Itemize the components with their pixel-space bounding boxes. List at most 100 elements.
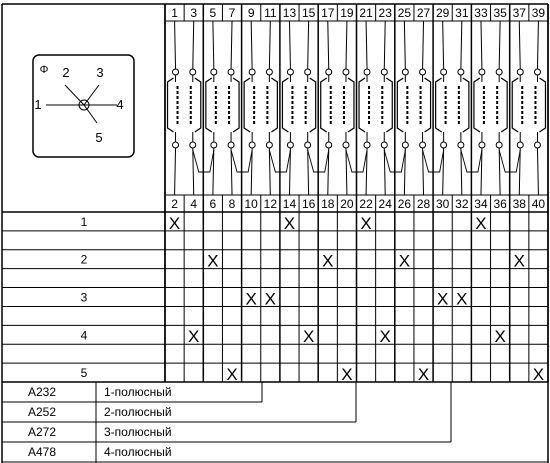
terminal-circle [478, 68, 486, 76]
terminal-circle [380, 68, 388, 76]
contact-bracket [309, 77, 317, 133]
terminal-number-top: 11 [264, 6, 277, 20]
terminal-circle [401, 68, 409, 76]
contact-closed-mark: X [265, 289, 276, 308]
terminal-circle [189, 68, 197, 76]
terminal-circle [210, 68, 218, 76]
cross-wire [230, 149, 253, 173]
terminal-circle [248, 141, 256, 149]
terminal-number-top: 13 [283, 6, 297, 20]
terminal-number-top: 9 [248, 6, 255, 20]
dial-position-label: 3 [96, 65, 103, 80]
contact-bracket [320, 77, 328, 133]
terminal-number-bottom: 24 [379, 197, 393, 211]
lead-line [365, 147, 368, 196]
terminal-circle [304, 141, 312, 149]
lead-line [498, 147, 501, 196]
lead-line [460, 20, 463, 70]
contact-closed-mark: X [514, 252, 525, 271]
contact-closed-mark: X [341, 365, 352, 384]
contact-bracket [396, 77, 404, 133]
terminal-circle [342, 68, 350, 76]
terminal-circle [401, 141, 409, 149]
terminal-number-top: 27 [417, 6, 431, 20]
cross-wire [422, 149, 445, 173]
cross-wire [383, 149, 406, 173]
terminal-number-top: 21 [359, 6, 373, 20]
lead-line [460, 147, 463, 196]
contact-bracket [511, 77, 519, 133]
lead-line [383, 147, 386, 196]
lead-line [345, 20, 348, 70]
variant-code: A232 [28, 385, 56, 399]
lead-line [327, 20, 330, 70]
terminal-circle [210, 141, 218, 149]
dial-position-label: 5 [95, 130, 102, 145]
contact-closed-mark: X [418, 365, 429, 384]
cross-wire [268, 149, 291, 173]
terminal-number-bottom: 18 [321, 197, 335, 211]
contact-bracket [243, 77, 251, 133]
contact-bracket [385, 77, 393, 133]
contact-closed-mark: X [494, 327, 505, 346]
contact-bracket [281, 77, 289, 133]
lead-line [174, 20, 177, 70]
lead-line [498, 20, 501, 70]
terminal-number-top: 3 [190, 6, 197, 20]
terminal-number-top: 7 [229, 6, 236, 20]
terminal-circle [495, 68, 503, 76]
contact-closed-mark: X [475, 214, 486, 233]
lead-line [307, 147, 310, 196]
lead-line [442, 147, 445, 196]
terminal-circle [363, 68, 371, 76]
contact-closed-mark: X [360, 214, 371, 233]
terminal-number-bottom: 26 [398, 197, 412, 211]
variant-code: A478 [28, 445, 56, 459]
phi-symbol: Φ [40, 64, 49, 76]
contact-bracket [435, 77, 442, 133]
terminal-circle [304, 68, 312, 76]
contact-closed-mark: X [188, 327, 199, 346]
terminal-number-bottom: 20 [340, 197, 354, 211]
dial-position-label: 2 [62, 65, 69, 80]
lead-line [192, 147, 195, 196]
terminal-number-bottom: 28 [417, 197, 431, 211]
lead-line [422, 147, 425, 196]
terminal-circle [172, 68, 180, 76]
variant-description: 1-полюсный [104, 385, 172, 399]
contact-closed-mark: X [533, 365, 544, 384]
terminal-number-bottom: 8 [229, 197, 236, 211]
lead-line [403, 147, 406, 196]
table-frame [1, 3, 549, 463]
contact-closed-mark: X [322, 252, 333, 271]
lead-line [192, 20, 195, 70]
variant-code: A272 [28, 425, 56, 439]
terminal-circle [265, 68, 273, 76]
terminal-circle [457, 68, 465, 76]
contact-bracket [424, 77, 432, 133]
lead-line [518, 20, 521, 70]
terminal-number-top: 29 [436, 6, 450, 20]
position-label: 1 [81, 215, 88, 229]
terminal-number-bottom: 34 [474, 197, 488, 211]
terminal-number-bottom: 14 [283, 197, 297, 211]
contact-closed-mark: X [380, 327, 391, 346]
cross-wire [192, 149, 215, 173]
terminal-number-top: 39 [532, 6, 546, 20]
terminal-circle [172, 141, 180, 149]
terminal-circle [533, 68, 541, 76]
terminal-number-bottom: 32 [455, 197, 469, 211]
terminal-number-top: 15 [302, 6, 316, 20]
terminal-number-bottom: 38 [513, 197, 527, 211]
contact-bracket [462, 77, 470, 133]
dial-ray [64, 84, 85, 106]
terminal-number-top: 33 [474, 6, 488, 20]
lead-line [268, 20, 271, 70]
contact-bracket [232, 77, 240, 133]
terminal-circle [227, 68, 235, 76]
terminal-circle [516, 141, 524, 149]
lead-line [288, 147, 291, 196]
terminal-number-bottom: 10 [244, 197, 258, 211]
contact-bracket [539, 77, 547, 133]
